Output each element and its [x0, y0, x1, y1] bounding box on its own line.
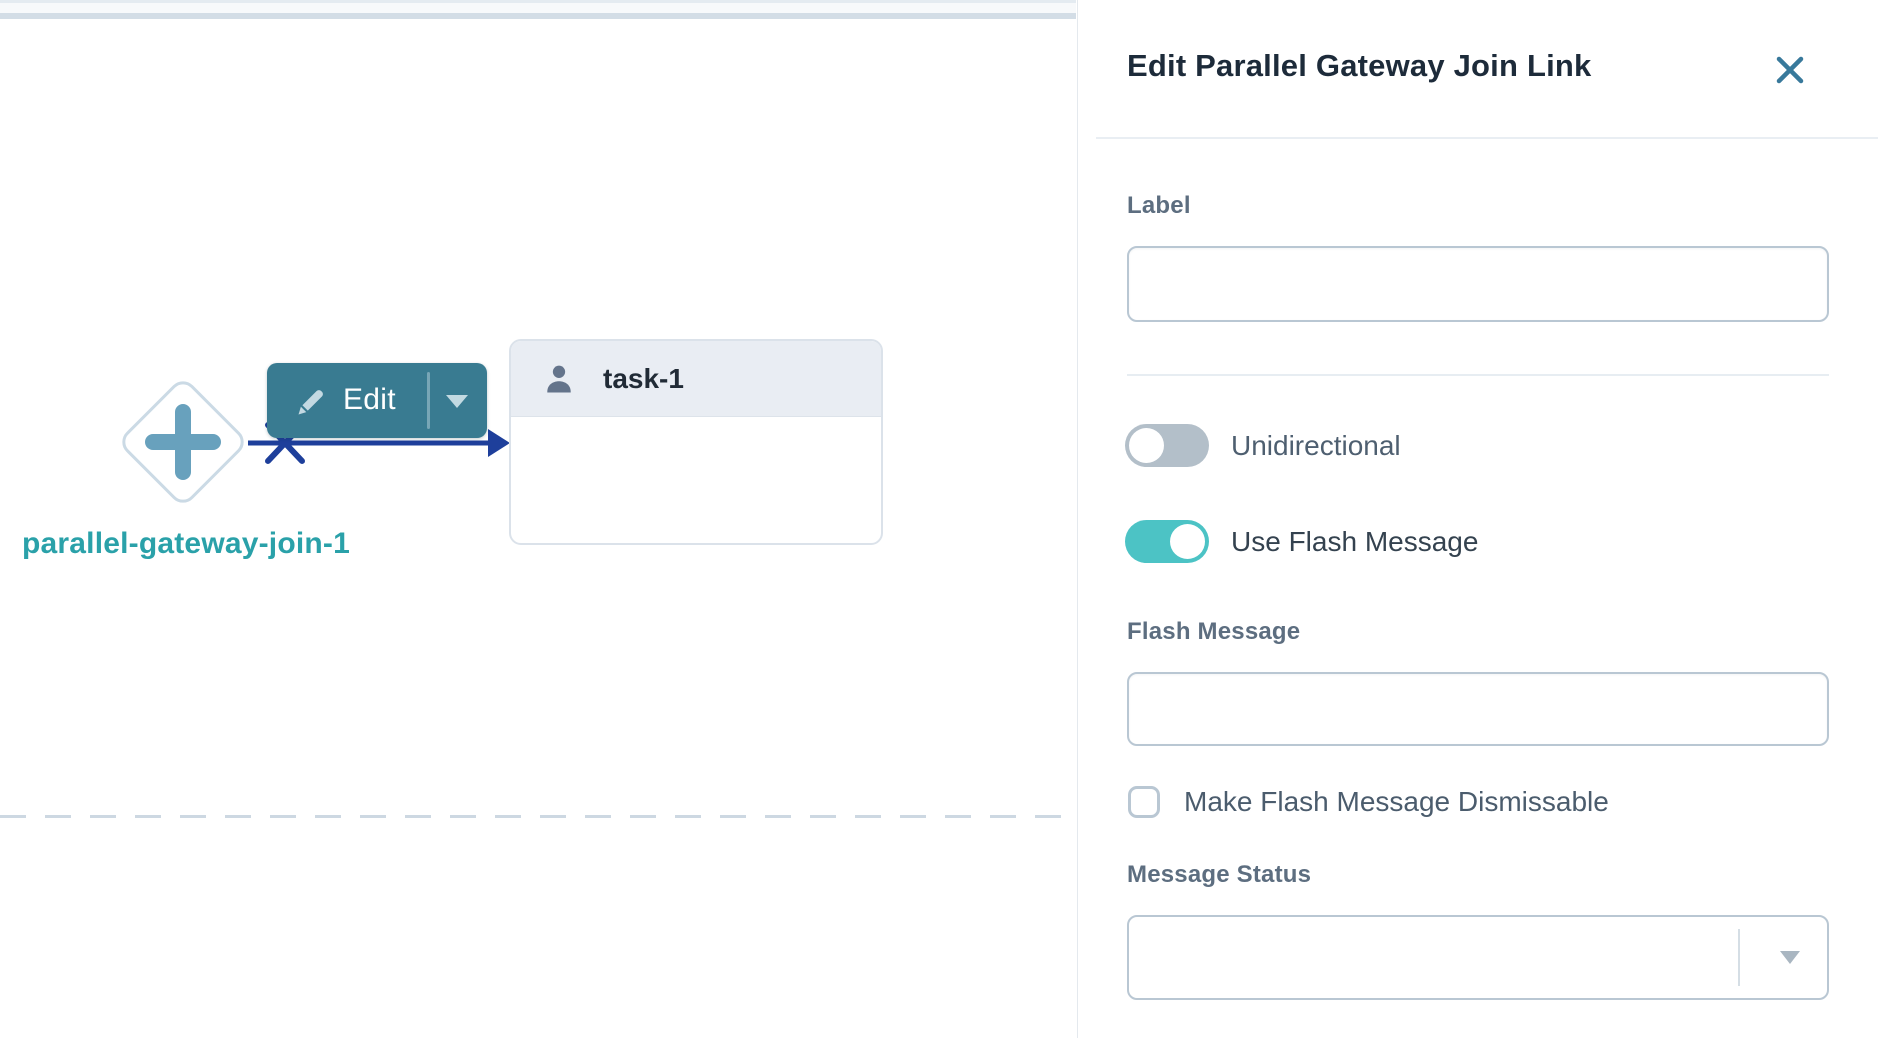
pencil-icon — [298, 390, 323, 415]
unidirectional-toggle[interactable] — [1125, 424, 1209, 467]
message-status-field-label: Message Status — [1127, 861, 1312, 888]
use-flash-message-row: Use Flash Message — [1125, 520, 1478, 563]
use-flash-message-toggle[interactable] — [1125, 520, 1209, 563]
person-icon — [547, 365, 571, 392]
canvas-top-border — [0, 0, 1076, 3]
message-status-selected-value — [1145, 917, 1717, 998]
unidirectional-row: Unidirectional — [1125, 424, 1401, 467]
edit-button-divider — [427, 372, 430, 429]
flash-message-input[interactable] — [1127, 672, 1829, 746]
close-button[interactable] — [1768, 48, 1812, 92]
canvas-top-strip — [0, 3, 1076, 13]
toggle-knob — [1129, 428, 1164, 463]
chevron-down-icon[interactable] — [1780, 951, 1800, 964]
panel-title: Edit Parallel Gateway Join Link — [1127, 48, 1592, 83]
canvas-top-band — [0, 13, 1076, 19]
task-node-title: task-1 — [603, 362, 684, 394]
task-node[interactable]: task-1 — [509, 339, 883, 545]
edit-link-panel: Edit Parallel Gateway Join Link Label Un… — [1077, 0, 1878, 1038]
toggle-knob — [1170, 524, 1205, 559]
use-flash-message-label: Use Flash Message — [1231, 525, 1479, 557]
message-status-select[interactable] — [1127, 915, 1829, 1000]
flash-message-field-label: Flash Message — [1127, 618, 1301, 645]
dismissable-checkbox-label: Make Flash Message Dismissable — [1184, 786, 1609, 817]
chevron-down-icon — [446, 395, 468, 408]
section-divider — [1127, 374, 1829, 376]
select-divider — [1738, 929, 1740, 986]
label-field-label: Label — [1127, 192, 1191, 219]
edit-button-label: Edit — [343, 383, 396, 416]
gateway-node-label: parallel-gateway-join-1 — [21, 527, 351, 560]
dismissable-checkbox[interactable] — [1128, 786, 1160, 818]
close-icon — [1776, 56, 1804, 84]
panel-header-divider — [1096, 137, 1878, 139]
edit-dropdown-button[interactable] — [431, 363, 487, 438]
unidirectional-label: Unidirectional — [1231, 429, 1401, 461]
plus-icon — [175, 404, 191, 480]
connector-arrowhead-icon — [488, 429, 510, 457]
label-input[interactable] — [1127, 246, 1829, 322]
edit-link-button[interactable]: Edit — [267, 363, 487, 438]
task-node-header: task-1 — [511, 341, 881, 417]
canvas-page-break-divider — [0, 815, 1076, 818]
dismissable-checkbox-row[interactable]: Make Flash Message Dismissable — [1128, 786, 1609, 818]
